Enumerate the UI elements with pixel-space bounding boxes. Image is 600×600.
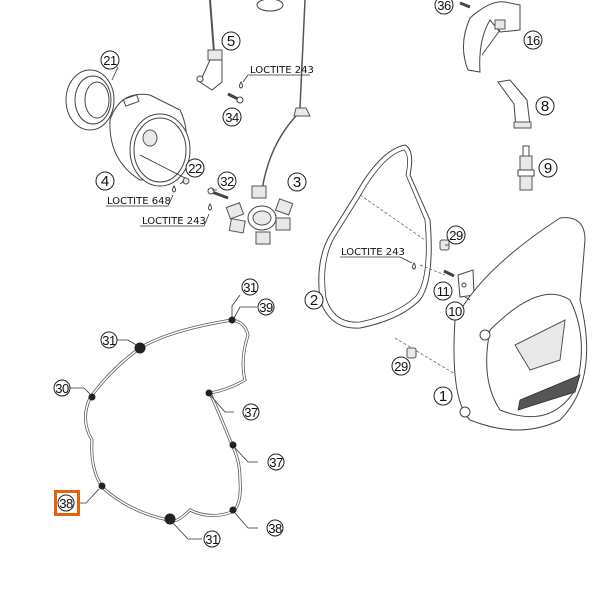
gasket-outline: [84, 318, 250, 523]
svg-text:8: 8: [541, 98, 549, 115]
svg-text:30: 30: [55, 381, 69, 396]
callout-5[interactable]: 5: [221, 31, 241, 51]
svg-text:21: 21: [103, 53, 117, 68]
callout-10[interactable]: 10: [445, 301, 465, 321]
hole-38-left: [98, 482, 106, 490]
callout-29-lower[interactable]: 29: [391, 356, 411, 376]
callout-22[interactable]: 22: [185, 158, 205, 178]
svg-text:1: 1: [439, 388, 447, 405]
stator-part-3: [225, 0, 311, 245]
spark-plug-cap-part-8: [497, 79, 532, 129]
callout-37-lower[interactable]: 37: [267, 453, 285, 471]
svg-text:31: 31: [243, 280, 257, 295]
svg-text:16: 16: [526, 33, 540, 48]
loctite-note: LOCTITE 243: [250, 65, 314, 76]
svg-text:31: 31: [205, 532, 219, 547]
svg-text:39: 39: [259, 300, 273, 315]
bolt-part-11: [412, 262, 455, 278]
svg-text:29: 29: [394, 359, 408, 374]
svg-text:37: 37: [244, 405, 258, 420]
bolt-part-32: [207, 187, 229, 211]
hole-38-right: [229, 506, 237, 514]
hole-31-upper: [134, 342, 146, 354]
loctite-note: LOCTITE 243: [341, 247, 405, 258]
note-loctite-243-top: LOCTITE 243: [242, 65, 314, 83]
svg-text:3: 3: [293, 174, 301, 191]
bolt-part-36: [459, 1, 471, 9]
hole-39: [228, 316, 236, 324]
svg-text:36: 36: [437, 0, 451, 13]
svg-text:10: 10: [448, 304, 462, 319]
svg-text:38: 38: [268, 521, 282, 536]
svg-text:29: 29: [449, 228, 463, 243]
callout-32[interactable]: 32: [217, 171, 237, 191]
cover-gasket-part-2: [318, 144, 466, 381]
flywheel-hub-part-21: [65, 69, 115, 131]
callout-8[interactable]: 8: [535, 96, 555, 116]
hole-37-lower: [229, 441, 237, 449]
callout-1[interactable]: 1: [433, 386, 453, 406]
svg-text:9: 9: [544, 160, 552, 177]
svg-text:4: 4: [101, 173, 109, 190]
hole-30: [88, 393, 96, 401]
hole-37-upper: [205, 389, 213, 397]
callout-3[interactable]: 3: [287, 172, 307, 192]
callout-31-top[interactable]: 31: [241, 278, 259, 296]
svg-text:34: 34: [225, 110, 239, 125]
svg-text:2: 2: [310, 292, 318, 309]
callout-29-upper[interactable]: 29: [446, 225, 466, 245]
loctite-note: LOCTITE 243: [142, 216, 206, 227]
pickup-cable-part-5: [196, 0, 223, 91]
svg-text:11: 11: [437, 284, 450, 299]
callout-21[interactable]: 21: [100, 50, 120, 70]
ignition-cover-part-1: [453, 217, 588, 431]
callout-34[interactable]: 34: [222, 107, 242, 127]
ignition-coil-part-16: [463, 1, 521, 73]
flywheel-nut-part-22: [172, 177, 190, 193]
callout-30[interactable]: 30: [53, 379, 71, 397]
o-ring: [256, 0, 284, 12]
flywheel-rotor-part-4: [109, 93, 191, 187]
spark-plug-part-9: [517, 145, 535, 191]
callout-2[interactable]: 2: [304, 290, 324, 310]
callout-31-left[interactable]: 31: [100, 331, 118, 349]
svg-text:22: 22: [188, 161, 202, 176]
svg-text:37: 37: [269, 455, 283, 470]
callout-39[interactable]: 39: [257, 298, 275, 316]
svg-text:5: 5: [227, 33, 235, 50]
svg-text:32: 32: [220, 174, 234, 189]
callout-38-selected[interactable]: 38: [54, 490, 80, 516]
callout-36[interactable]: 36: [434, 0, 454, 15]
callout-31-bottom[interactable]: 31: [203, 530, 221, 548]
callout-16[interactable]: 16: [523, 30, 543, 50]
svg-text:31: 31: [102, 333, 116, 348]
dowel-pin-part-29-lower: [406, 347, 417, 359]
callout-11[interactable]: 11: [433, 281, 453, 301]
callout-9[interactable]: 9: [538, 158, 558, 178]
note-loctite-648: LOCTITE 648: [106, 194, 174, 207]
note-loctite-243-mid: LOCTITE 243: [140, 213, 210, 227]
hole-31-lower: [164, 513, 176, 525]
callout-4[interactable]: 4: [95, 171, 115, 191]
bracket-part-10: [457, 269, 475, 298]
svg-text:38: 38: [59, 496, 73, 511]
loctite-note: LOCTITE 648: [107, 196, 171, 207]
callout-38-right[interactable]: 38: [266, 519, 284, 537]
bolt-part-34: [227, 81, 244, 104]
callout-37-upper[interactable]: 37: [242, 403, 260, 421]
note-loctite-243-right: LOCTITE 243: [340, 247, 413, 264]
